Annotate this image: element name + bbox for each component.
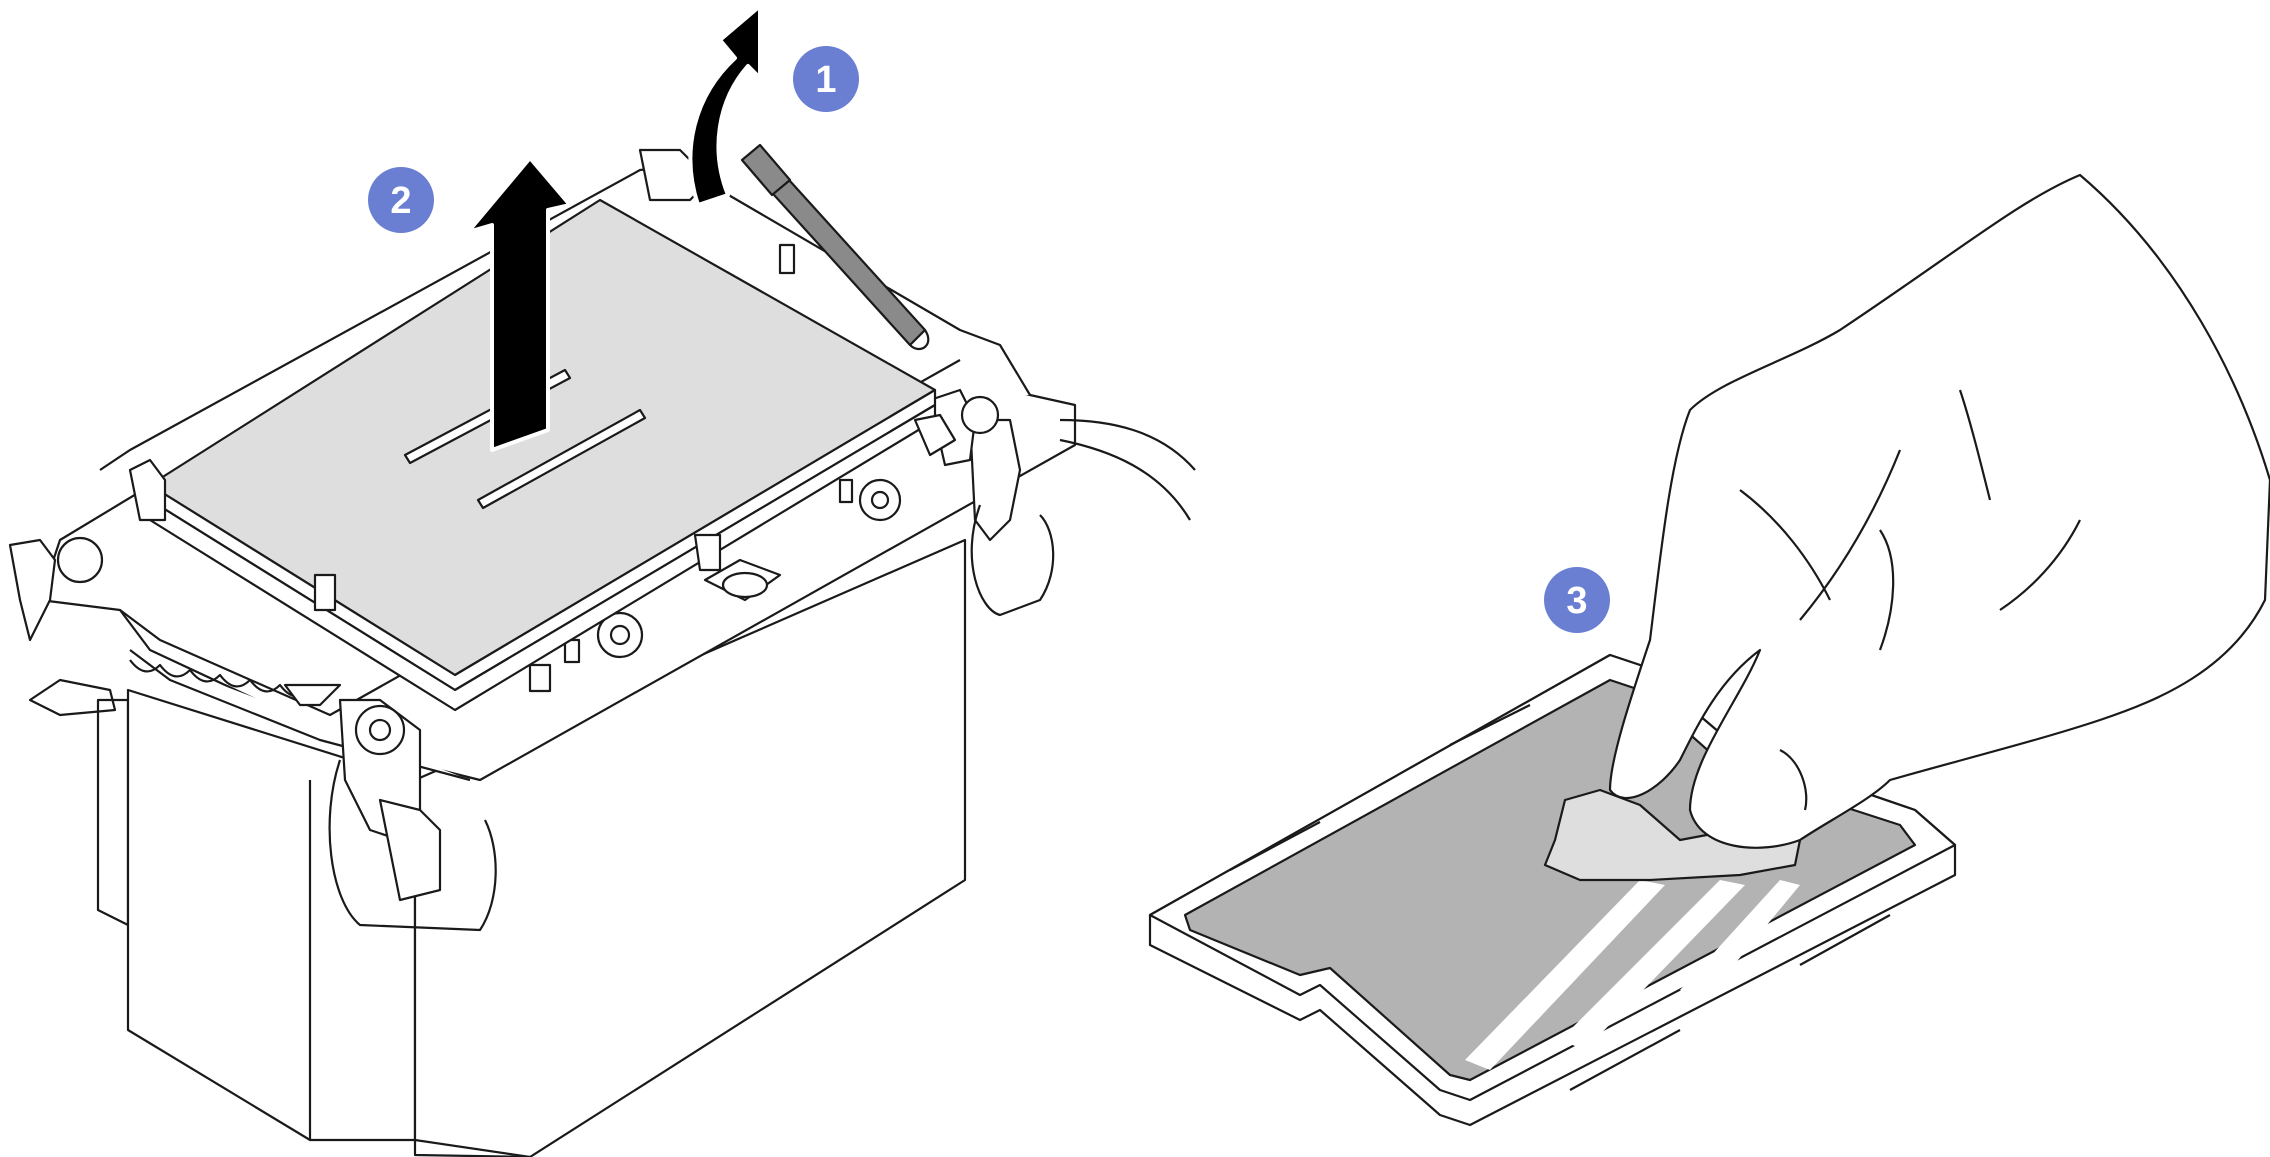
processor-cleaning [1148, 173, 2270, 1127]
release-tool [740, 143, 930, 351]
cleaning-cloth [1543, 788, 1802, 882]
callout-3: 3 [1544, 567, 1610, 633]
hand [1608, 173, 2270, 849]
arrows [466, 4, 762, 452]
callout-1: 1 [793, 46, 859, 112]
callout-2: 2 [368, 167, 434, 233]
callout-2-label: 2 [390, 180, 411, 222]
hand-detail-lines [1739, 389, 2081, 811]
curved-arrow-icon [688, 4, 762, 207]
heat-sink-assembly [8, 143, 1196, 1157]
straight-up-arrow-icon [466, 156, 572, 452]
callout-1-label: 1 [815, 59, 836, 101]
callout-3-label: 3 [1566, 580, 1587, 622]
